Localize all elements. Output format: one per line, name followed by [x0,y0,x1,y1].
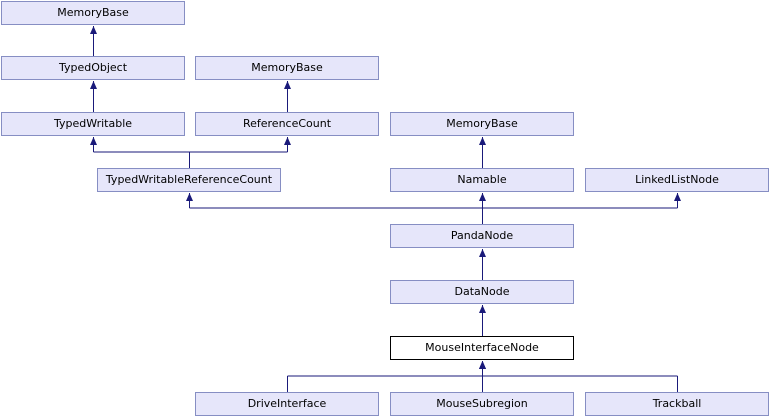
node-referencecount[interactable]: ReferenceCount [195,112,379,136]
inheritance-arrowhead [479,305,486,313]
node-driveinterface[interactable]: DriveInterface [195,392,379,416]
node-typedwritable[interactable]: TypedWritable [1,112,185,136]
inheritance-arrowhead [90,26,97,34]
node-datanode[interactable]: DataNode [390,280,574,304]
inheritance-arrowhead [479,249,486,257]
inheritance-arrowhead [90,81,97,89]
inheritance-arrowhead [90,137,97,145]
node-typedwritablereferencecount[interactable]: TypedWritableReferenceCount [97,168,281,192]
node-memorybase-1[interactable]: MemoryBase [1,1,185,25]
node-trackball[interactable]: Trackball [585,392,769,416]
node-pandanode[interactable]: PandaNode [390,224,574,248]
inheritance-arrowhead [186,193,193,201]
node-mousesubregion[interactable]: MouseSubregion [390,392,574,416]
inheritance-arrowhead [479,361,486,369]
inheritance-arrowhead [284,137,291,145]
node-linkedlistnode[interactable]: LinkedListNode [585,168,769,192]
inheritance-arrowhead [479,137,486,145]
node-memorybase-3[interactable]: MemoryBase [390,112,574,136]
node-namable[interactable]: Namable [390,168,574,192]
node-mouseinterfacenode: MouseInterfaceNode [390,336,574,360]
node-memorybase-2[interactable]: MemoryBase [195,56,379,80]
inheritance-arrowhead [284,81,291,89]
node-typedobject[interactable]: TypedObject [1,56,185,80]
inheritance-arrowhead [479,193,486,201]
inheritance-arrowhead [674,193,681,201]
